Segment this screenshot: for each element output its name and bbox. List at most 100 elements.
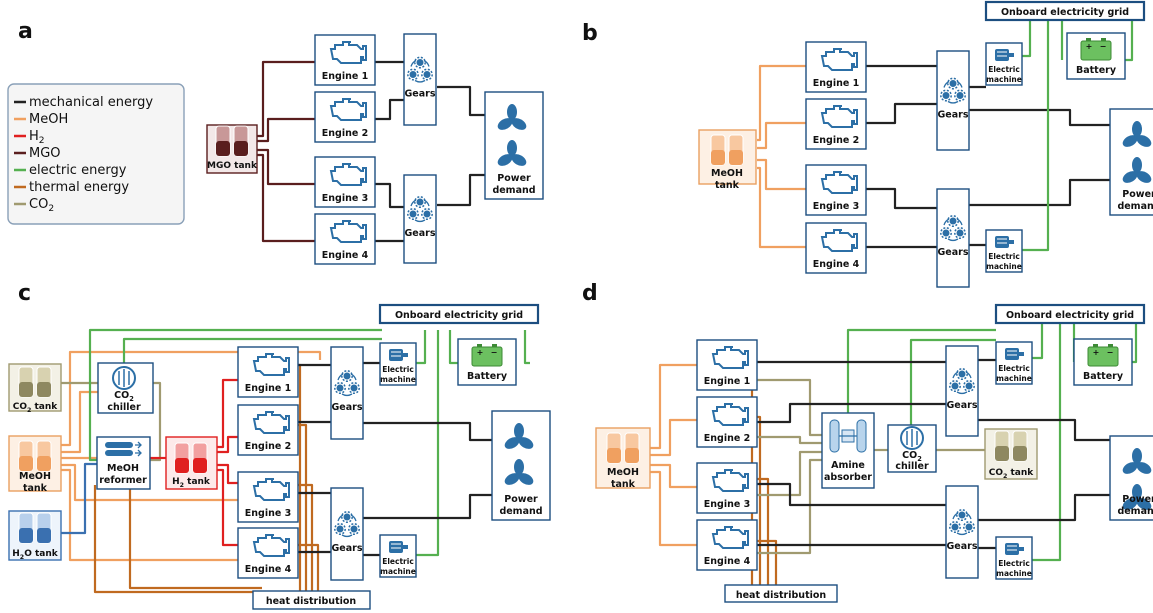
reformer-tube bbox=[105, 450, 133, 456]
b-meoh-tank-box bbox=[698, 129, 757, 185]
motor-shaft bbox=[1019, 352, 1024, 356]
c-co2-tank: CO2 tank bbox=[8, 363, 62, 414]
d-power-demand-label-1: Power bbox=[1122, 494, 1153, 505]
a-mgo-tank-box bbox=[206, 124, 258, 174]
b-engine-2-label: Engine 2 bbox=[813, 135, 859, 146]
b-electric-machine-2-label-1-part: Electric bbox=[988, 252, 1020, 261]
gear-teeth bbox=[414, 56, 426, 69]
battery-minus-part: − bbox=[1107, 348, 1114, 357]
mech-line bbox=[755, 402, 946, 424]
chiller-icon bbox=[112, 366, 136, 390]
d-amine-label-1-part: Amine bbox=[831, 460, 865, 471]
tank-icon bbox=[994, 430, 1028, 462]
a-gears-1-label-part: Gears bbox=[405, 89, 436, 100]
h2-line bbox=[217, 435, 238, 454]
d-electric-machine-2-label-2-part: machine bbox=[996, 569, 1032, 578]
c-gears-2: Gears bbox=[330, 487, 364, 581]
chiller-ring bbox=[900, 426, 924, 450]
b-power-demand-label-1: Power bbox=[1122, 189, 1153, 200]
legend-item-label: MeOH bbox=[29, 112, 68, 127]
c-chiller-label-2-part: chiller bbox=[107, 402, 141, 413]
gear-cog bbox=[409, 71, 417, 78]
engine-icon bbox=[329, 163, 367, 186]
gear-cog bbox=[423, 210, 431, 218]
c-co2-tank-box bbox=[8, 363, 62, 412]
legend-item-label-part: MeOH bbox=[29, 112, 68, 127]
d-engine-4: Engine 4 bbox=[696, 519, 758, 571]
legend-item-label-part: thermal energy bbox=[29, 180, 129, 195]
panel-c-letter-part: c bbox=[18, 281, 31, 306]
propeller-icon bbox=[1122, 157, 1152, 183]
d-co2-tank-label-part: CO bbox=[989, 468, 1004, 478]
battery-terminal bbox=[1086, 38, 1091, 41]
gears-icon bbox=[407, 56, 433, 83]
b-engine-2-label-part: Engine 2 bbox=[813, 135, 859, 146]
battery-icon: +− bbox=[1080, 38, 1112, 61]
b-engine-4: Engine 4 bbox=[805, 222, 867, 274]
a-engine-1-box bbox=[314, 34, 376, 86]
b-engine-4-label: Engine 4 bbox=[813, 259, 860, 270]
gear-cog bbox=[409, 210, 417, 218]
mech-line bbox=[363, 493, 492, 520]
reformer-arrow bbox=[135, 449, 142, 457]
d-gears-2-label-part: Gears bbox=[947, 541, 978, 552]
gear-teeth bbox=[414, 196, 426, 208]
gear-cog bbox=[942, 229, 950, 237]
gear-cog bbox=[336, 525, 344, 533]
a-mgo-tank-label: MGO tank bbox=[207, 161, 258, 171]
tank-icon bbox=[606, 432, 640, 464]
mech-line bbox=[755, 482, 946, 507]
propeller-blade bbox=[497, 154, 513, 166]
h2-line bbox=[217, 463, 238, 485]
propeller-blade bbox=[1122, 135, 1138, 147]
d-engine-3: Engine 3 bbox=[696, 462, 758, 514]
co2-line bbox=[755, 458, 822, 555]
d-engine-3-label: Engine 3 bbox=[704, 499, 750, 510]
panel-a: a bbox=[18, 19, 33, 44]
c-gears-2-label: Gears bbox=[332, 543, 363, 554]
c-gears-2-box bbox=[330, 487, 364, 581]
b-tank-label-part: tank bbox=[715, 180, 740, 191]
gear-teeth bbox=[954, 89, 966, 102]
tank-icon bbox=[215, 125, 249, 157]
b-engine-3: Engine 3 bbox=[805, 164, 867, 216]
d-tank-label: tank bbox=[611, 479, 636, 490]
tank-icon bbox=[174, 442, 208, 474]
tank-fill bbox=[607, 448, 621, 463]
d-gears-1-label-part: Gears bbox=[947, 400, 978, 411]
panel-b: b bbox=[582, 21, 598, 46]
elec-line bbox=[1022, 18, 1032, 58]
d-gears-1-label: Gears bbox=[947, 400, 978, 411]
gear-cog bbox=[343, 513, 351, 521]
a-mgo-tank-label-part: MGO tank bbox=[207, 161, 258, 171]
b-tank-label: tank bbox=[715, 180, 740, 191]
thermal-line bbox=[755, 477, 770, 585]
c-h2o-tank-box bbox=[8, 510, 62, 561]
legend-item-label: electric energy bbox=[29, 163, 127, 178]
c-reformer-label-1-part: MeOH bbox=[107, 463, 139, 474]
d-chiller-label-1-part: CO bbox=[902, 450, 917, 461]
gear-cog bbox=[965, 523, 973, 531]
mgo-line bbox=[256, 117, 315, 143]
elec-line bbox=[846, 328, 996, 415]
propeller-blade bbox=[504, 473, 520, 485]
gear-teeth bbox=[956, 509, 968, 521]
gear-arrows bbox=[943, 218, 963, 241]
c-h2o-tank-label-part: O tank bbox=[24, 549, 59, 559]
battery-terminal bbox=[1101, 38, 1106, 41]
d-amine-label-2-part: absorber bbox=[824, 472, 872, 483]
c-h2-tank-label-part: H bbox=[172, 477, 180, 487]
a-gears-2-label: Gears bbox=[405, 228, 436, 239]
d-engine-2-label-part: Engine 2 bbox=[704, 433, 750, 444]
c-chiller-label-2: chiller bbox=[107, 402, 141, 413]
c-heat-distribution: heat distribution bbox=[252, 590, 371, 610]
b-battery: +−Battery bbox=[1066, 32, 1126, 80]
propeller-blade bbox=[1122, 498, 1138, 510]
panel-d-letter: d bbox=[582, 281, 598, 306]
c-electric-machine-1-label-2-part: machine bbox=[380, 375, 416, 384]
battery-terminal bbox=[477, 344, 482, 347]
engine-icon-body bbox=[711, 403, 749, 426]
